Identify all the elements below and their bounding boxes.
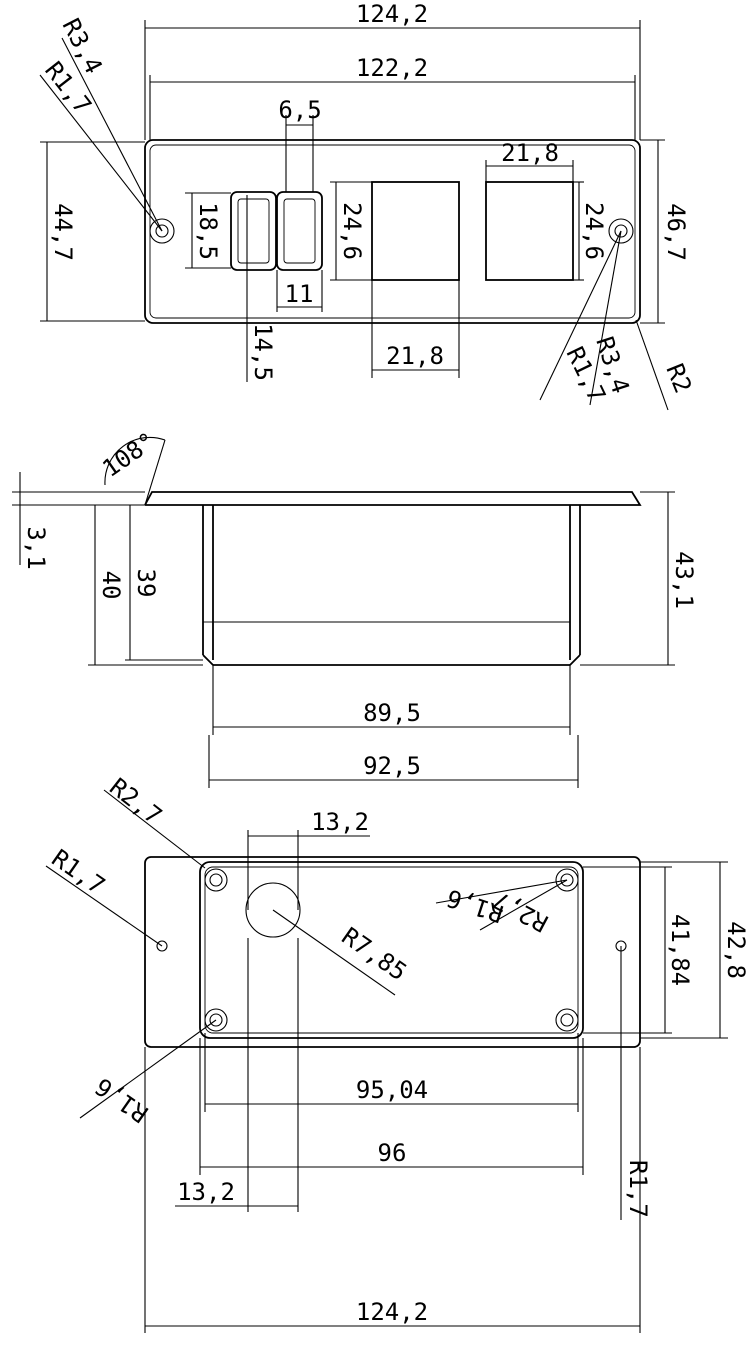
boss-top-right-outer bbox=[555, 868, 579, 892]
dim-flange-thickness: 3,1 bbox=[22, 526, 50, 569]
leader-line bbox=[589, 230, 622, 406]
dim-inner-width: 122,2 bbox=[356, 54, 428, 82]
dim-outer-width: 96 bbox=[378, 1139, 407, 1167]
cutout-right bbox=[485, 181, 574, 281]
dim-total-height: 43,1 bbox=[670, 551, 698, 609]
dim-cutout-right-height: 24,6 bbox=[580, 202, 608, 260]
dim-hole-offset: 13,2 bbox=[177, 1178, 235, 1206]
leader-line bbox=[272, 909, 396, 996]
label-hole-radius: R7,85 bbox=[337, 922, 412, 986]
left-mounting-hole bbox=[156, 940, 168, 952]
dim-switch-offset: 14,5 bbox=[249, 323, 277, 381]
boss-bottom-left-outer bbox=[204, 1008, 228, 1032]
body-corner bbox=[202, 654, 214, 666]
leader-line bbox=[103, 789, 206, 869]
side-view: 108° 3,1 40 39 43,1 89,5 92,5 bbox=[12, 427, 698, 788]
leader-line bbox=[45, 865, 163, 947]
left-hole-inner bbox=[155, 224, 169, 238]
box-inner-outline bbox=[204, 866, 579, 1034]
dim-cutout-left-height: 24,6 bbox=[338, 202, 366, 260]
body-corner bbox=[569, 654, 581, 666]
leader-line bbox=[479, 879, 568, 931]
dim-inner-width: 95,04 bbox=[356, 1076, 428, 1104]
label-corner-radius: R2 bbox=[660, 360, 697, 397]
bottom-view: 13,2 R2,7 R1,7 R7,85 R1,6 R2,7 R1,6 41,8… bbox=[45, 773, 750, 1333]
boss-top-right-inner bbox=[560, 873, 574, 887]
dim-switch-spacing: 6,5 bbox=[278, 96, 321, 124]
top-view: 124,2 122,2 44,7 46,7 R3,4 R1,7 6,5 bbox=[39, 0, 697, 411]
right-hole-inner bbox=[614, 224, 628, 238]
leader-line bbox=[61, 37, 163, 232]
cutout-left bbox=[371, 181, 460, 281]
dim-height-inner: 39 bbox=[132, 569, 160, 598]
dim-cutout-left-width: 21,8 bbox=[386, 342, 444, 370]
leader-line bbox=[39, 74, 163, 232]
switch-left-inner bbox=[237, 198, 270, 264]
box-outline bbox=[199, 861, 584, 1039]
switch-cutout-left bbox=[230, 191, 277, 271]
dim-overall-width-bottom: 124,2 bbox=[356, 1298, 428, 1326]
dim-overall-width: 124,2 bbox=[356, 0, 428, 28]
leader-line bbox=[635, 319, 669, 411]
dim-bottom-width-inner: 89,5 bbox=[363, 699, 421, 727]
dim-left-height: 44,7 bbox=[49, 203, 77, 261]
label-boss-radius-bottom: R1,6 bbox=[90, 1072, 153, 1128]
label-right-hole-radius: R1,7 bbox=[624, 1160, 652, 1218]
switch-right-inner bbox=[283, 198, 316, 264]
label-left-hole-radius: R1,7 bbox=[47, 844, 110, 900]
dim-bottom-width-outer: 92,5 bbox=[363, 752, 421, 780]
label-corner-radius: R2,7 bbox=[104, 773, 167, 831]
switch-cutout-right bbox=[276, 191, 323, 271]
boss-top-left-outer bbox=[204, 868, 228, 892]
dim-inner-height: 41,84 bbox=[666, 914, 694, 986]
top-plate-outline bbox=[144, 139, 641, 324]
angle-leader bbox=[144, 439, 166, 506]
dim-switch-width: 11 bbox=[285, 280, 314, 308]
dim-outer-height: 42,8 bbox=[722, 921, 750, 979]
leader-line bbox=[79, 1019, 217, 1119]
leader-line bbox=[539, 230, 622, 401]
boss-top-left-inner bbox=[209, 873, 223, 887]
dim-switch-height: 18,5 bbox=[194, 202, 222, 260]
bottom-plate-outline bbox=[144, 856, 641, 1048]
left-hole-outer bbox=[149, 218, 175, 244]
boss-bottom-right-inner bbox=[560, 1013, 574, 1027]
right-hole-outer bbox=[608, 218, 634, 244]
dim-height-outer: 40 bbox=[97, 571, 125, 600]
label-angle: 108° bbox=[97, 427, 160, 483]
dim-cutout-right-width: 21,8 bbox=[501, 139, 559, 167]
flange-outline bbox=[144, 491, 642, 506]
cable-hole bbox=[245, 882, 301, 938]
leader-line bbox=[435, 879, 568, 904]
boss-bottom-left-inner bbox=[209, 1013, 223, 1027]
boss-bottom-right-outer bbox=[555, 1008, 579, 1032]
angle-arc bbox=[104, 436, 166, 486]
dim-hole-diameter: 13,2 bbox=[311, 808, 369, 836]
dim-right-height: 46,7 bbox=[662, 203, 690, 261]
